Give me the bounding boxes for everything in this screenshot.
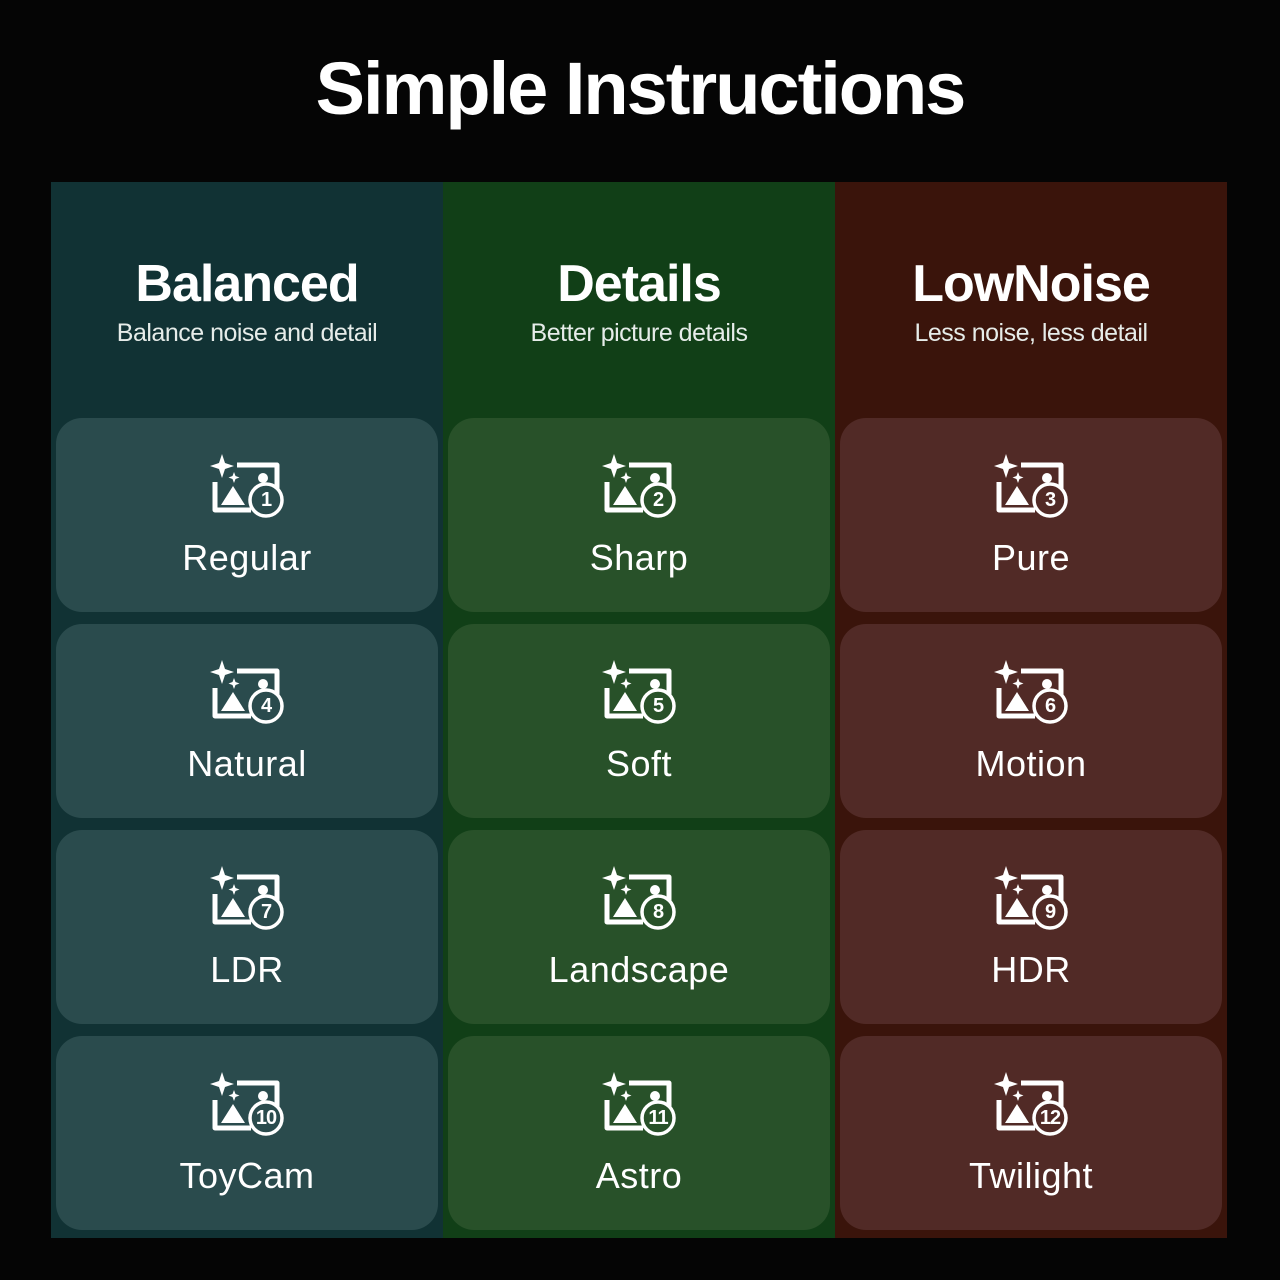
mode-tile-astro[interactable]: 11 Astro <box>448 1036 830 1230</box>
column-lownoise: LowNoise Less noise, less detail 3 Pure … <box>835 182 1227 1238</box>
tile-list: 1 Regular 4 Natural 7 LDR 10 ToyCam <box>56 418 438 1242</box>
image-sparkle-icon: 4 <box>207 658 287 724</box>
column-header: Balanced Balance noise and detail <box>51 182 443 412</box>
icon-number: 5 <box>652 695 664 717</box>
tile-label: ToyCam <box>179 1155 315 1196</box>
icon-number: 8 <box>652 901 664 923</box>
tile-label: Soft <box>605 743 673 784</box>
icon-number: 12 <box>1039 1107 1061 1129</box>
image-sparkle-icon: 8 <box>599 864 679 930</box>
tile-label: Pure <box>991 537 1071 578</box>
image-sparkle-icon: 2 <box>599 452 679 518</box>
icon-number: 3 <box>1044 489 1056 511</box>
tile-label: Natural <box>187 743 307 784</box>
mode-tile-regular[interactable]: 1 Regular <box>56 418 438 612</box>
icon-number: 9 <box>1044 901 1056 923</box>
column-subtitle: Better picture details <box>530 319 748 347</box>
mode-tile-sharp[interactable]: 2 Sharp <box>448 418 830 612</box>
column-subtitle: Balance noise and detail <box>116 319 378 347</box>
icon-number: 7 <box>260 901 272 923</box>
image-sparkle-icon: 1 <box>207 452 287 518</box>
tile-list: 2 Sharp 5 Soft 8 Landscape 11 Astro <box>448 418 830 1242</box>
tile-label: Sharp <box>589 537 689 578</box>
tile-label: LDR <box>210 949 284 990</box>
mode-tile-pure[interactable]: 3 Pure <box>840 418 1222 612</box>
column-title: LowNoise <box>912 255 1151 313</box>
column-title: Details <box>557 255 722 313</box>
tile-label: Astro <box>595 1155 683 1196</box>
mode-tile-ldr[interactable]: 7 LDR <box>56 830 438 1024</box>
icon-number: 4 <box>260 695 272 717</box>
tile-label: HDR <box>991 949 1071 990</box>
column-details: Details Better picture details 2 Sharp 5… <box>443 182 835 1238</box>
tile-label: Motion <box>975 743 1087 784</box>
image-sparkle-icon: 12 <box>991 1070 1071 1136</box>
tile-label: Regular <box>182 537 312 578</box>
icon-number: 6 <box>1044 695 1056 717</box>
image-sparkle-icon: 3 <box>991 452 1071 518</box>
mode-tile-toycam[interactable]: 10 ToyCam <box>56 1036 438 1230</box>
column-header: LowNoise Less noise, less detail <box>835 182 1227 412</box>
tile-list: 3 Pure 6 Motion 9 HDR 12 Twilight <box>840 418 1222 1242</box>
image-sparkle-icon: 5 <box>599 658 679 724</box>
image-sparkle-icon: 6 <box>991 658 1071 724</box>
image-sparkle-icon: 7 <box>207 864 287 930</box>
image-sparkle-icon: 9 <box>991 864 1071 930</box>
icon-number: 2 <box>652 489 664 511</box>
icon-number: 10 <box>255 1107 277 1129</box>
mode-tile-twilight[interactable]: 12 Twilight <box>840 1036 1222 1230</box>
mode-tile-natural[interactable]: 4 Natural <box>56 624 438 818</box>
image-sparkle-icon: 10 <box>207 1070 287 1136</box>
mode-tile-soft[interactable]: 5 Soft <box>448 624 830 818</box>
mode-tile-motion[interactable]: 6 Motion <box>840 624 1222 818</box>
icon-number: 11 <box>648 1107 668 1129</box>
mode-tile-hdr[interactable]: 9 HDR <box>840 830 1222 1024</box>
image-sparkle-icon: 11 <box>599 1070 679 1136</box>
column-balanced: Balanced Balance noise and detail 1 Regu… <box>51 182 443 1238</box>
column-subtitle: Less noise, less detail <box>914 319 1148 347</box>
mode-columns: Balanced Balance noise and detail 1 Regu… <box>51 182 1227 1238</box>
column-header: Details Better picture details <box>443 182 835 412</box>
column-title: Balanced <box>135 255 359 313</box>
tile-label: Twilight <box>968 1155 1094 1196</box>
icon-number: 1 <box>260 489 272 511</box>
mode-tile-landscape[interactable]: 8 Landscape <box>448 830 830 1024</box>
page-title: Simple Instructions <box>315 47 967 130</box>
tile-label: Landscape <box>548 949 730 990</box>
